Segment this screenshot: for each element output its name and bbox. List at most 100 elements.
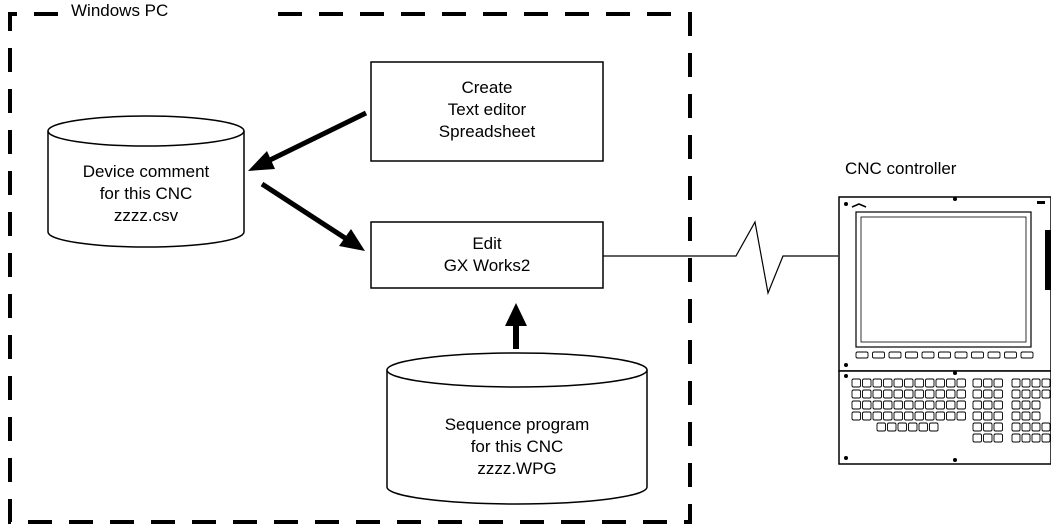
cnc-key <box>862 411 872 421</box>
cnc-key <box>918 422 928 432</box>
cnc-key <box>972 411 982 421</box>
cnc-key <box>851 400 861 410</box>
cnc-key <box>993 389 1003 399</box>
cnc-key <box>1011 411 1021 421</box>
arrow-sequence-to-edit <box>505 303 527 349</box>
cnc-key <box>983 378 993 388</box>
cnc-key <box>956 400 966 410</box>
cnc-key <box>883 389 893 399</box>
cnc-softkey <box>954 351 968 359</box>
connection-line <box>603 220 838 296</box>
cnc-key <box>1011 400 1021 410</box>
cnc-key <box>872 400 882 410</box>
cnc-softkey <box>971 351 984 359</box>
cnc-key <box>1021 422 1031 432</box>
cnc-key <box>897 422 907 432</box>
cnc-key <box>893 389 903 399</box>
cnc-key <box>1021 389 1031 399</box>
sequence-program-cylinder <box>386 352 648 505</box>
cnc-key <box>925 411 935 421</box>
cnc-key <box>1031 433 1041 443</box>
cnc-key <box>872 389 882 399</box>
cnc-key <box>904 400 914 410</box>
cnc-key <box>908 422 918 432</box>
cnc-controller-label: CNC controller <box>845 159 957 178</box>
cnc-key <box>1031 389 1041 399</box>
cnc-key <box>851 378 861 388</box>
cnc-key <box>862 389 872 399</box>
cnc-key <box>904 378 914 388</box>
cnc-key <box>1021 400 1031 410</box>
cnc-key <box>972 378 982 388</box>
create-box-label: Create Text editor Spreadsheet <box>438 78 536 141</box>
cnc-key <box>925 400 935 410</box>
cnc-key <box>893 378 903 388</box>
cnc-key <box>946 378 956 388</box>
cnc-key <box>904 411 914 421</box>
cnc-key <box>1021 411 1031 421</box>
cnc-softkey <box>905 351 918 359</box>
cnc-softkey <box>987 351 1001 359</box>
cnc-key <box>883 411 893 421</box>
cnc-softkey <box>855 351 869 359</box>
device-comment-cylinder <box>47 115 245 248</box>
create-box <box>370 61 604 162</box>
cnc-key <box>914 411 924 421</box>
cnc-key <box>1041 389 1051 399</box>
cnc-key <box>862 378 872 388</box>
cnc-key <box>983 389 993 399</box>
cnc-key <box>872 378 882 388</box>
cnc-key <box>983 400 993 410</box>
cnc-key <box>1041 378 1051 388</box>
cnc-key <box>914 389 924 399</box>
cnc-key <box>956 389 966 399</box>
cnc-key <box>872 411 882 421</box>
cnc-softkey <box>872 351 885 359</box>
cnc-softkey <box>1020 351 1034 359</box>
cnc-key <box>993 422 1003 432</box>
cnc-key <box>914 400 924 410</box>
cnc-key <box>893 400 903 410</box>
cnc-key <box>956 411 966 421</box>
cnc-key <box>983 433 993 443</box>
cnc-softkey <box>921 351 935 359</box>
cnc-key <box>935 411 945 421</box>
cnc-key <box>1041 422 1051 432</box>
cnc-key <box>862 400 872 410</box>
cnc-key <box>972 422 982 432</box>
cnc-key <box>1011 389 1021 399</box>
cnc-key <box>946 389 956 399</box>
cnc-key <box>883 400 893 410</box>
cnc-softkey <box>888 351 902 359</box>
cnc-key <box>1041 433 1051 443</box>
cnc-key <box>1031 400 1041 410</box>
sequence-program-label: Sequence program for this CNC zzzz.WPG <box>444 415 590 478</box>
cnc-key <box>983 422 993 432</box>
cnc-key <box>904 389 914 399</box>
cnc-key <box>1031 411 1041 421</box>
cnc-key <box>956 378 966 388</box>
cnc-key <box>993 433 1003 443</box>
cnc-key <box>1021 433 1031 443</box>
cnc-key <box>972 400 982 410</box>
arrow-device-comment-to-edit <box>260 181 365 251</box>
cnc-key <box>983 411 993 421</box>
cnc-key <box>993 378 1003 388</box>
cnc-key <box>946 400 956 410</box>
cnc-key <box>1011 422 1021 432</box>
cnc-key <box>883 378 893 388</box>
windows-pc-boundary <box>8 12 692 524</box>
cnc-key <box>1031 378 1041 388</box>
cnc-key <box>935 389 945 399</box>
arrow-create-to-device-comment <box>248 110 368 171</box>
cnc-key <box>993 400 1003 410</box>
cnc-key <box>993 411 1003 421</box>
cnc-key <box>972 389 982 399</box>
edit-box-label: Edit GX Works2 <box>443 234 531 275</box>
cnc-key <box>972 433 982 443</box>
cnc-key <box>876 422 886 432</box>
cnc-key <box>851 389 861 399</box>
cnc-key <box>1031 422 1041 432</box>
cnc-key <box>887 422 897 432</box>
